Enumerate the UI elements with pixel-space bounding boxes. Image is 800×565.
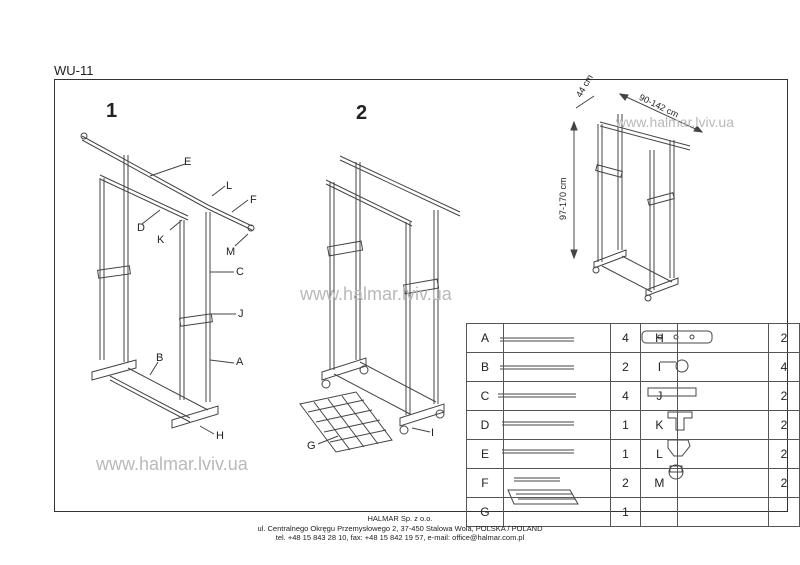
part-icon-cell xyxy=(677,410,770,440)
part-letter: C xyxy=(466,381,504,411)
part-icon-cell xyxy=(677,497,770,527)
part-quantity: 4 xyxy=(768,352,800,382)
part-icon-cell xyxy=(677,468,770,498)
callout-label: A xyxy=(236,356,244,368)
part-letter: I xyxy=(640,352,679,382)
part-icon-cell xyxy=(502,468,611,498)
part-letter: L xyxy=(640,439,679,469)
part-letter: E xyxy=(466,439,504,469)
footer: HALMAR Sp. z o.o. ul. Centralnego Okręgu… xyxy=(0,514,800,543)
callout-label: D xyxy=(137,222,145,234)
part-quantity: 4 xyxy=(609,323,642,353)
instruction-frame xyxy=(54,79,788,512)
part-letter: D xyxy=(466,410,504,440)
part-icon-cell xyxy=(502,352,611,382)
company-name: HALMAR Sp. z o.o. xyxy=(367,514,433,523)
part-letter: B xyxy=(466,352,504,382)
part-icon-cell xyxy=(677,352,770,382)
part-quantity: 1 xyxy=(609,497,642,527)
step2-rack xyxy=(299,155,461,453)
dimension-height: 97-170 cm xyxy=(558,177,568,220)
part-letter: G xyxy=(466,497,504,527)
step1-rack xyxy=(80,132,255,435)
part-letter: H xyxy=(640,323,679,353)
callout-label: C xyxy=(236,266,244,278)
callout-label: B xyxy=(156,352,164,364)
part-quantity: 1 xyxy=(609,410,642,440)
part-icon-cell xyxy=(502,410,611,440)
part-letter xyxy=(640,497,679,527)
watermark: www.halmar.lviv.ua xyxy=(300,284,452,304)
callout-label: H xyxy=(216,430,224,442)
part-icon-cell xyxy=(502,381,611,411)
watermark: www.halmar.lviv.ua xyxy=(96,454,248,474)
part-quantity: 4 xyxy=(609,381,642,411)
part-letter: J xyxy=(640,381,679,411)
part-icon-cell xyxy=(677,381,770,411)
part-quantity: 2 xyxy=(768,439,800,469)
part-quantity: 2 xyxy=(768,410,800,440)
part-icon-cell xyxy=(502,323,611,353)
part-quantity: 2 xyxy=(609,468,642,498)
callout-label: I xyxy=(431,427,435,439)
part-letter: M xyxy=(640,468,679,498)
callout-label: F xyxy=(250,194,257,206)
part-icon-cell xyxy=(677,323,770,353)
step-number: 1 xyxy=(106,100,118,122)
part-icon-cell xyxy=(677,439,770,469)
callout-label: G xyxy=(307,440,316,452)
company-contact: tel. +48 15 843 28 10, fax: +48 15 842 1… xyxy=(275,533,525,542)
part-letter: K xyxy=(640,410,679,440)
part-quantity: 2 xyxy=(609,352,642,382)
company-address: ul. Centralnego Okręgu Przemysłowego 2, … xyxy=(257,523,543,533)
part-quantity: 2 xyxy=(768,323,800,353)
dimension-view xyxy=(570,93,704,302)
model-number: WU-11 xyxy=(54,63,94,78)
part-letter: A xyxy=(466,323,504,353)
callout-label: J xyxy=(238,308,244,320)
part-icon-cell xyxy=(502,439,611,469)
part-quantity: 2 xyxy=(768,468,800,498)
callout-label: L xyxy=(226,180,233,192)
callout-label: K xyxy=(157,234,165,246)
watermark: www.halmar.lviv.ua xyxy=(616,114,735,130)
part-quantity: 1 xyxy=(609,439,642,469)
step-number: 2 xyxy=(356,102,368,124)
callout-label: M xyxy=(226,246,236,258)
callout-label: E xyxy=(184,156,192,168)
part-letter: F xyxy=(466,468,504,498)
part-quantity xyxy=(768,497,800,527)
part-quantity: 2 xyxy=(768,381,800,411)
